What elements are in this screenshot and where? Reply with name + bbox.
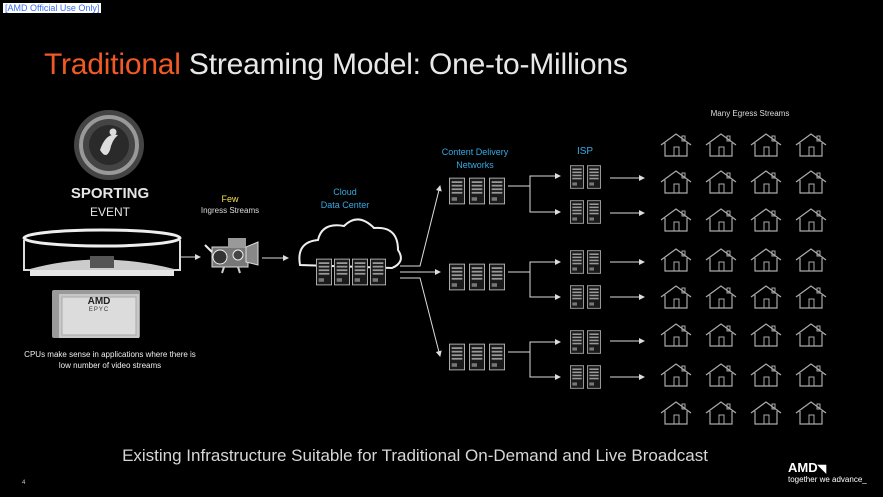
amd-tagline: together we advance_ bbox=[788, 475, 867, 484]
home-icon bbox=[795, 208, 827, 232]
source-line1: SPORTING bbox=[70, 185, 150, 202]
home-icon bbox=[795, 323, 827, 347]
home-icon bbox=[705, 208, 737, 232]
cloud-line1: Cloud bbox=[333, 187, 357, 197]
home-icon bbox=[795, 170, 827, 194]
isp-label: ISP bbox=[576, 146, 594, 157]
cloud-servers bbox=[316, 258, 386, 286]
home-icon bbox=[660, 401, 692, 425]
title-rest: Streaming Model: One-to-Millions bbox=[180, 48, 628, 81]
cdn-line1: Content Delivery bbox=[441, 147, 509, 157]
home-icon bbox=[795, 285, 827, 309]
cdn-label: Content Delivery Networks bbox=[420, 146, 530, 172]
home-icon bbox=[750, 170, 782, 194]
classification-label: [AMD Official Use Only] bbox=[3, 3, 102, 13]
home-icon bbox=[660, 170, 692, 194]
home-icon bbox=[795, 363, 827, 387]
cpu-note: CPUs make sense in applications where th… bbox=[24, 350, 196, 370]
home-icon bbox=[660, 208, 692, 232]
home-icon bbox=[750, 248, 782, 272]
cloud-icon bbox=[298, 218, 402, 270]
cdn-servers bbox=[449, 177, 505, 371]
isp-servers bbox=[570, 165, 601, 389]
home-icon bbox=[660, 363, 692, 387]
amd-epyc-chip-icon bbox=[52, 290, 140, 338]
stadium-icon bbox=[22, 228, 182, 276]
sporting-event-logo-icon bbox=[74, 110, 144, 180]
egress-label: Many Egress Streams bbox=[710, 109, 790, 118]
footer-headline: Existing Infrastructure Suitable for Tra… bbox=[122, 446, 708, 465]
cpu-model: EPYC bbox=[88, 307, 110, 313]
home-icon bbox=[795, 401, 827, 425]
homes-grid bbox=[660, 133, 827, 425]
title-accent: Traditional bbox=[44, 48, 181, 81]
home-icon bbox=[705, 285, 737, 309]
page-number: 4 bbox=[22, 480, 26, 486]
home-icon bbox=[705, 133, 737, 157]
amd-logo-text: AMD bbox=[788, 460, 818, 475]
home-icon bbox=[660, 323, 692, 347]
home-icon bbox=[705, 248, 737, 272]
ingress-line2: Ingress Streams bbox=[200, 206, 260, 215]
cdn-line2: Networks bbox=[456, 160, 494, 170]
source-line2: EVENT bbox=[89, 205, 130, 219]
home-icon bbox=[660, 248, 692, 272]
home-icon bbox=[705, 323, 737, 347]
home-icon bbox=[795, 133, 827, 157]
home-icon bbox=[750, 133, 782, 157]
home-icon bbox=[705, 363, 737, 387]
cpu-brand: AMD bbox=[87, 296, 111, 307]
home-icon bbox=[705, 401, 737, 425]
cloud-label: Cloud Data Center bbox=[300, 186, 390, 212]
home-icon bbox=[705, 170, 737, 194]
home-icon bbox=[750, 401, 782, 425]
home-icon bbox=[750, 208, 782, 232]
amd-arrow-icon: ◥ bbox=[817, 463, 827, 475]
home-icon bbox=[750, 323, 782, 347]
cloud-line2: Data Center bbox=[320, 200, 370, 210]
home-icon bbox=[750, 285, 782, 309]
camera-equipment-icon bbox=[204, 238, 259, 274]
home-icon bbox=[795, 248, 827, 272]
cpu-label: AMD EPYC bbox=[60, 296, 138, 313]
home-icon bbox=[660, 133, 692, 157]
ingress-line1: Few bbox=[221, 194, 239, 204]
home-icon bbox=[660, 285, 692, 309]
home-icon bbox=[750, 363, 782, 387]
amd-logo: AMD◥ bbox=[788, 460, 826, 475]
page-title: Traditional Streaming Model: One-to-Mill… bbox=[44, 48, 628, 82]
